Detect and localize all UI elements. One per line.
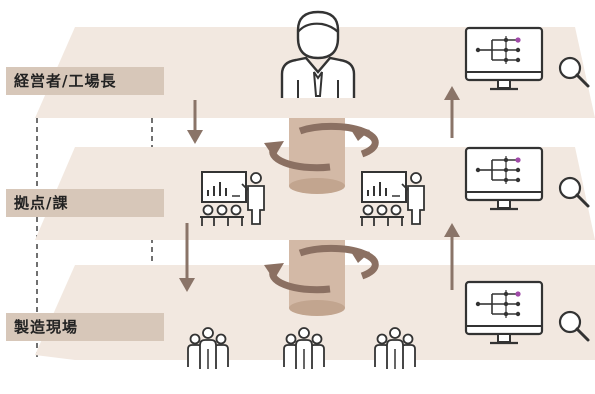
- level-label-site: 拠点/課: [6, 189, 164, 217]
- businessman-icon: [280, 10, 356, 98]
- down-arrow-1: [187, 100, 203, 144]
- worker-group-icon: [374, 327, 416, 370]
- level-label-executive: 経営者/工場長: [6, 67, 164, 95]
- monitor-dashboard-icon: [464, 280, 544, 345]
- presentation-meeting-icon: [359, 171, 425, 227]
- monitor-dashboard-icon: [464, 26, 544, 91]
- worker-group-icon: [187, 327, 229, 370]
- cycle-arrows-upper: [264, 122, 379, 172]
- up-arrow-1: [444, 86, 460, 138]
- down-arrow-2: [179, 223, 195, 292]
- worker-group-icon: [283, 327, 325, 370]
- cycle-arrows-lower: [264, 244, 379, 294]
- up-arrow-2: [444, 223, 460, 290]
- presentation-meeting-icon: [199, 171, 265, 227]
- level-label-shopfloor: 製造現場: [6, 313, 164, 341]
- monitor-dashboard-icon: [464, 146, 544, 211]
